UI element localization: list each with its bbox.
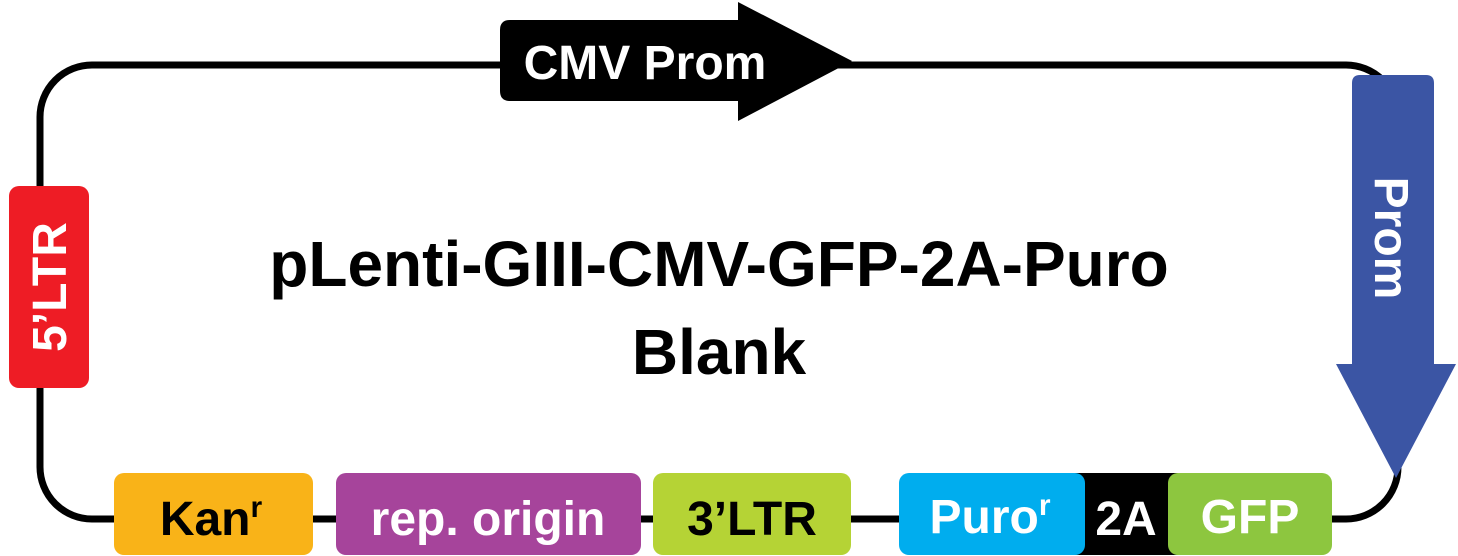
gfp-box	[1168, 473, 1332, 555]
rep-origin-feature: rep. origin	[336, 473, 641, 555]
kan-superscript: r	[251, 491, 263, 524]
rep-origin-label: rep. origin	[371, 493, 606, 546]
kan-box	[114, 473, 313, 555]
cmv-prom-arrow	[500, 2, 852, 121]
five-ltr-feature: 5’LTR	[9, 186, 89, 388]
cmv-prom-feature: CMV Prom	[500, 2, 852, 121]
puro-box	[899, 473, 1085, 555]
prom-label: Prom	[1364, 177, 1417, 300]
puro-label: Puro	[929, 491, 1038, 544]
three-ltr-box	[653, 473, 851, 555]
two-a-label: 2A	[1095, 493, 1156, 546]
two-a-box	[1070, 473, 1185, 555]
three-ltr-label: 3’LTR	[687, 493, 817, 546]
puro-label-text: Puror	[929, 489, 1050, 544]
prom-feature: Prom	[1336, 75, 1456, 478]
three-ltr-feature: 3’LTR	[653, 473, 851, 555]
plasmid-title-line1: pLenti-GIII-CMV-GFP-2A-Puro	[269, 228, 1169, 300]
puro-superscript: r	[1039, 489, 1051, 522]
rep-origin-box	[336, 473, 641, 555]
plasmid-title-line2: Blank	[632, 316, 807, 388]
gfp-label: GFP	[1201, 491, 1300, 544]
gfp-feature: GFP	[1168, 473, 1332, 555]
puro-feature: Puror	[899, 473, 1085, 555]
five-ltr-box	[9, 186, 89, 388]
five-ltr-label: 5’LTR	[24, 222, 77, 352]
kan-feature: Kanr	[114, 473, 313, 555]
prom-arrow	[1336, 75, 1456, 478]
kan-label-text: Kanr	[160, 491, 263, 546]
cmv-prom-label: CMV Prom	[524, 37, 767, 90]
kan-label: Kan	[160, 493, 251, 546]
two-a-feature: 2A	[1070, 473, 1185, 555]
